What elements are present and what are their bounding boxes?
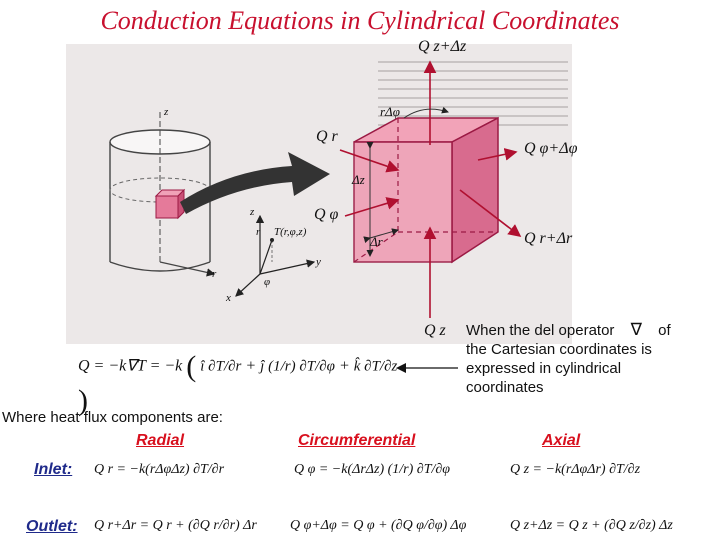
label-q-phi-dphi: Q φ+Δφ [524,140,578,157]
eq-circumferential-outlet: Q φ+Δφ = Q φ + (∂Q φ/∂φ) Δφ [290,518,467,533]
cylinder-sketch [109,112,216,277]
label-axis-x: x [226,292,231,304]
equation-term-z: k̂ ∂T/∂z [353,358,398,375]
label-dz: Δz [352,172,365,187]
label-q-z: Q z [424,322,446,339]
row-label-inlet: Inlet: [34,461,73,478]
flux-heading: Where heat flux components are: [2,409,223,426]
eq-axial-inlet: Q z = −k(rΔφΔr) ∂T/∂z [510,462,641,477]
eq-circumferential-inlet: Q φ = −k(ΔrΔz) (1/r) ∂T/∂φ [294,462,451,477]
label-q-phi: Q φ [314,206,339,223]
label-point: T(r,φ,z) [274,226,307,238]
label-q-r: Q r [316,128,338,145]
column-axial: Axial [542,432,581,449]
equation-term-phi: ĵ (1/r) ∂T/∂φ [260,358,335,375]
note-line-1-end: of [658,322,671,339]
eq-radial-inlet: Q r = −k(rΔφΔz) ∂T/∂r [94,462,225,477]
eq-radial-outlet: Q r+Δr = Q r + (∂Q r/∂r) Δr [94,518,257,533]
note-line-2: the Cartesian coordinates is [466,341,652,358]
del-operator-note: When the del operator ∇ of the Cartesian… [466,320,720,397]
zoom-arrow [180,152,330,214]
equation-term-r: î ∂T/∂r [200,358,242,375]
label-axis-y: y [316,256,321,268]
eq-axial-outlet: Q z+Δz = Q z + (∂Q z/∂z) Δz [510,518,673,533]
note-line-1: When the del operator [466,322,615,339]
row-label-outlet: Outlet: [26,518,78,535]
nabla-symbol: ∇ [630,320,642,339]
pointer-arrow [396,363,458,373]
label-r-dphi: rΔφ [380,104,400,119]
label-phi: φ [264,276,271,288]
label-axis-z: z [250,206,255,218]
note-line-4: coordinates [466,379,544,396]
page-title: Conduction Equations in Cylindrical Coor… [100,6,620,35]
coordinate-triad [235,214,316,297]
label-cylinder-r: r [212,268,217,280]
column-circumferential: Circumferential [298,432,416,449]
equation-lhs: Q = −k∇T = −k [78,357,183,375]
label-dr: Δr [370,234,383,249]
label-axis-r: r [256,226,261,238]
label-cylinder-z: z [164,106,169,118]
note-line-3: expressed in cylindrical [466,360,622,377]
column-radial: Radial [136,432,185,449]
flux-arrows [339,60,522,318]
label-q-z-dz: Q z+Δz [418,38,467,55]
label-q-r-dr: Q r+Δr [524,230,573,247]
gradient-equation: Q = −k∇T = −k ( î ∂T/∂r + ĵ (1/r) ∂T/∂φ … [78,350,398,417]
